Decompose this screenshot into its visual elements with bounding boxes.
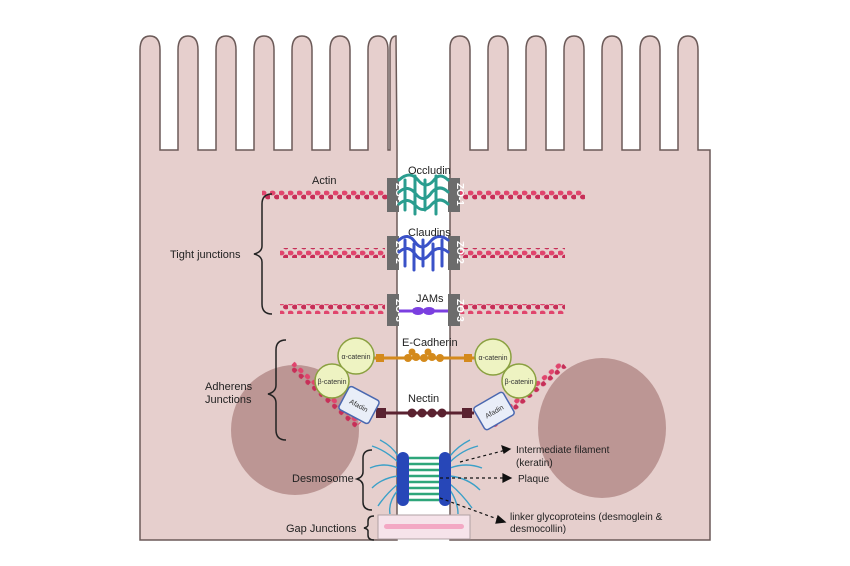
zo3-left-label: ZO-3 xyxy=(393,299,404,322)
actin-filament xyxy=(460,248,565,258)
zo1-left-label: ZO-1 xyxy=(393,183,404,206)
zo1-left-box: ZO-1 xyxy=(387,178,404,212)
afadin-right: Afadin xyxy=(473,391,515,431)
intermediate-filament-label-line1: Intermediate filament xyxy=(516,445,610,456)
zo2-left-box: ZO-2 xyxy=(387,236,404,270)
gap-junctions-brace xyxy=(363,515,375,541)
linker-label-line2: desmocollin) xyxy=(510,524,566,535)
actin-filament xyxy=(280,304,385,314)
desmosome-brace xyxy=(354,449,373,511)
beta-catenin-right: β-catenin xyxy=(501,363,537,399)
nectin-label: Nectin xyxy=(408,393,439,405)
actin-filament xyxy=(460,190,585,200)
actin-filament xyxy=(280,248,385,258)
protein-label: β-catenin xyxy=(318,379,347,386)
plaque-label: Plaque xyxy=(518,474,550,485)
linker-label-line1: linker glycoproteins (desmoglein & xyxy=(510,512,663,523)
adherens-label-line2: Junctions xyxy=(205,394,252,406)
e-cadherin-proteins xyxy=(372,348,476,362)
jam-proteins xyxy=(399,307,448,315)
afadin-left: Afadin xyxy=(338,385,380,425)
claudin-proteins xyxy=(397,235,450,272)
protein-label: α-catenin xyxy=(479,355,508,362)
linker-glycoproteins xyxy=(409,456,439,502)
zo2-right-label: ZO-2 xyxy=(454,241,465,264)
desmosome-plaque-right xyxy=(439,452,451,506)
zo3-right-label: ZO-3 xyxy=(454,299,465,322)
desmosome-plaque-left xyxy=(397,452,409,506)
alpha-catenin-right: α-catenin xyxy=(474,338,512,376)
gap-junction xyxy=(377,514,471,540)
e-cadherin-label: E-Cadherin xyxy=(402,337,458,349)
desmosome-label: Desmosome xyxy=(292,473,354,485)
occludin-label: Occludin xyxy=(408,165,451,177)
right-nucleus xyxy=(538,358,666,498)
adherens-brace xyxy=(267,339,287,441)
zo1-right-box: ZO-1 xyxy=(448,178,465,212)
zo2-right-box: ZO-2 xyxy=(448,236,465,270)
alpha-catenin-left: α-catenin xyxy=(337,337,375,375)
gap-junctions-label: Gap Junctions xyxy=(286,523,357,535)
keratin-filaments xyxy=(369,439,483,515)
actin-filament xyxy=(460,304,565,314)
intermediate-filament-label-line2: (keratin) xyxy=(516,458,553,469)
zo1-right-label: ZO-1 xyxy=(454,183,465,206)
jams-label: JAMs xyxy=(416,293,444,305)
beta-catenin-left: β-catenin xyxy=(314,363,350,399)
adherens-label-line1: Adherens xyxy=(205,381,253,393)
occludin-proteins xyxy=(397,173,450,216)
claudins-label: Claudins xyxy=(408,227,451,239)
annotation-arrows xyxy=(439,445,513,524)
zo3-left-box: ZO-3 xyxy=(387,294,404,326)
zo3-right-box: ZO-3 xyxy=(448,294,465,326)
nectin-proteins xyxy=(376,408,474,418)
protein-label: β-catenin xyxy=(505,379,534,386)
tight-junctions-label: Tight junctions xyxy=(170,249,241,261)
actin-filament xyxy=(262,190,387,200)
protein-label: α-catenin xyxy=(342,354,371,361)
actin-label: Actin xyxy=(312,175,336,187)
tight-junctions-brace xyxy=(253,193,273,315)
